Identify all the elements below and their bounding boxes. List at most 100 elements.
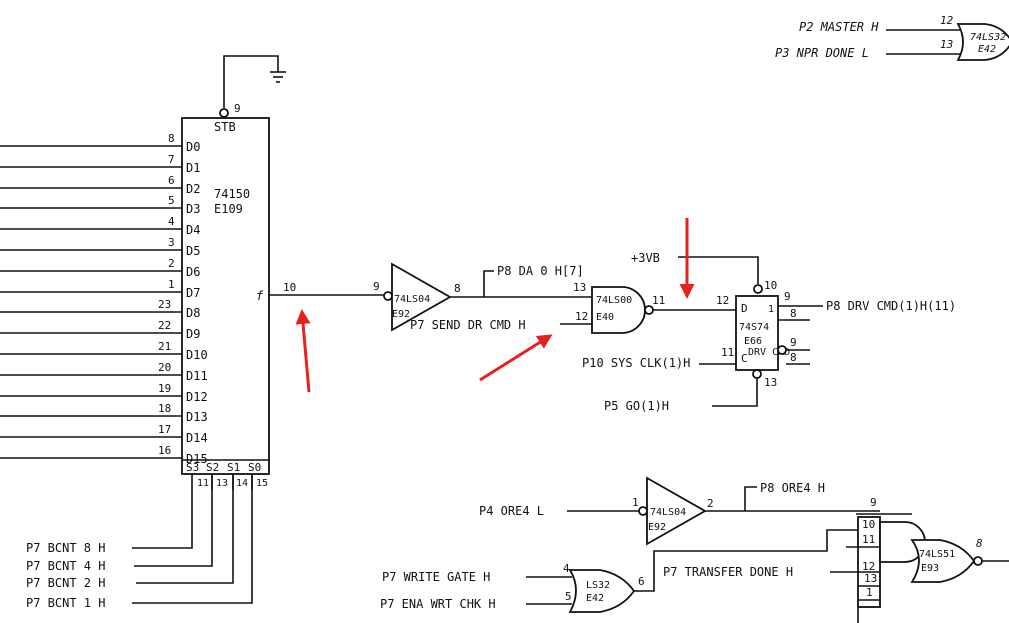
mux-input-name: D14 bbox=[186, 431, 208, 445]
mux-input-name: D11 bbox=[186, 369, 208, 383]
mux-input-name: D9 bbox=[186, 327, 200, 341]
ff-sublabel: DRV CMD bbox=[748, 347, 790, 358]
select-s3: S3 bbox=[186, 461, 199, 474]
annotation-arrow-diagonal bbox=[479, 334, 553, 382]
aoi-pin-11: 11 bbox=[862, 533, 875, 546]
or-gate-ls32-symbol bbox=[568, 569, 636, 613]
aoi-part: 74LS51 bbox=[919, 549, 955, 560]
ff-out-pin-8b: 8 bbox=[790, 351, 797, 364]
inverter-1: 9 74LS04 E92 8 P8 DA 0 H[7] bbox=[373, 262, 592, 332]
ff-c-label: C bbox=[741, 352, 748, 365]
signal-p3-npr-done: P3 NPR DONE L bbox=[775, 46, 869, 60]
aoi-pin-12: 12 bbox=[862, 560, 875, 573]
or-pin-4: 4 bbox=[563, 562, 570, 575]
annotation-arrows bbox=[295, 218, 695, 393]
mux-input-name: D2 bbox=[186, 182, 200, 196]
mux-input-name: D0 bbox=[186, 140, 200, 154]
or-gate-symbol bbox=[956, 23, 1009, 61]
signal-send-dr-cmd: P7 SEND DR CMD H bbox=[410, 318, 526, 332]
top-or-gate-group: P2 MASTER H P3 NPR DONE L 12 13 74LS32 E… bbox=[775, 14, 1009, 61]
ff-d-pin: 12 bbox=[716, 294, 729, 307]
aoi-pin-13: 13 bbox=[864, 572, 877, 585]
ff-q-pin-1: 1 bbox=[768, 304, 774, 315]
signal-3vb: +3VB bbox=[631, 251, 660, 265]
select-pin-11: 11 bbox=[197, 478, 209, 489]
aoi-pin-10: 10 bbox=[862, 518, 875, 531]
inverter-1-symbol bbox=[391, 262, 452, 332]
signal-transfer-done: P7 TRANSFER DONE H bbox=[663, 565, 793, 579]
mux-input-pin: 3 bbox=[168, 236, 175, 249]
signal-sys-clk: P10 SYS CLK(1)H bbox=[582, 356, 690, 370]
flipflop-74s74: +3VB 10 12 D 74S74 E66 DRV CMD C 11 P10 … bbox=[582, 251, 956, 413]
strobe-pin: 9 bbox=[234, 102, 241, 115]
nand-e40: 13 12 P7 SEND DR CMD H 74LS00 E40 11 bbox=[410, 281, 736, 334]
or-part: LS32 bbox=[586, 580, 610, 591]
aoi-ref: E93 bbox=[921, 563, 939, 574]
mux-input-pin: 8 bbox=[168, 132, 175, 145]
mux-input-pin: 23 bbox=[158, 298, 171, 311]
signal-write-gate: P7 WRITE GATE H bbox=[382, 570, 490, 584]
select-pin-13: 13 bbox=[216, 478, 228, 489]
mux-input-pin: 16 bbox=[158, 444, 171, 457]
pin-13: 13 bbox=[940, 38, 953, 51]
inverter-2-symbol bbox=[646, 476, 707, 546]
signal-ore4-l: P4 ORE4 L bbox=[479, 504, 544, 518]
nand1-out-pin: 11 bbox=[652, 294, 665, 307]
or-ref: E42 bbox=[586, 593, 604, 604]
annotation-arrow-up bbox=[295, 309, 311, 393]
mux-input-pin: 20 bbox=[158, 361, 171, 374]
mux-input-pin: 7 bbox=[168, 153, 175, 166]
ff-clear-pin: 13 bbox=[764, 376, 777, 389]
ff-ref: E66 bbox=[744, 336, 762, 347]
top-gate-part: 74LS32 bbox=[970, 32, 1006, 43]
select-s2: S2 bbox=[206, 461, 219, 474]
inv1-ref: E92 bbox=[392, 309, 410, 320]
select-s0: S0 bbox=[248, 461, 261, 474]
ff-clk-pin: 11 bbox=[721, 346, 734, 359]
mux-input-name: D12 bbox=[186, 390, 208, 404]
nand-e40-symbol bbox=[591, 286, 646, 334]
ff-out-pin-9: 9 bbox=[784, 290, 791, 303]
signal-ore4-h: P8 ORE4 H bbox=[760, 481, 825, 495]
mux-input-name: D13 bbox=[186, 410, 208, 424]
or-gate-ls32: P7 WRITE GATE H P7 ENA WRT CHK H 4 5 LS3… bbox=[380, 529, 860, 613]
aoi-nor-symbol bbox=[910, 539, 976, 583]
nand1-part: 74LS00 bbox=[596, 295, 632, 306]
mux-74150: 9 STB 74150 E109 8D07D16D25D34D43D52D61D… bbox=[0, 55, 392, 610]
aoi-pin-9: 9 bbox=[870, 496, 877, 509]
inverter-2: P4 ORE4 L 1 74LS04 E92 2 P8 ORE4 H bbox=[479, 476, 880, 546]
mux-body bbox=[181, 117, 270, 475]
signal-bcnt-8: P7 BCNT 8 H bbox=[26, 541, 105, 555]
or-pin-5: 5 bbox=[565, 590, 572, 603]
mux-input-name: D1 bbox=[186, 161, 200, 175]
aoi-pin-1: 1 bbox=[866, 586, 873, 599]
signal-p2-master: P2 MASTER H bbox=[799, 20, 879, 34]
mux-output-pin: 10 bbox=[283, 281, 296, 294]
mux-input-name: D8 bbox=[186, 306, 200, 320]
select-pin-14: 14 bbox=[236, 478, 248, 489]
mux-part: 74150 bbox=[214, 187, 250, 201]
mux-input-name: D10 bbox=[186, 348, 208, 362]
inv1-in-pin: 9 bbox=[373, 280, 380, 293]
ff-q-pin-8: 8 bbox=[790, 307, 797, 320]
mux-ref: E109 bbox=[214, 202, 243, 216]
mux-input-name: D7 bbox=[186, 286, 200, 300]
signal-ena-wrt-chk: P7 ENA WRT CHK H bbox=[380, 597, 496, 611]
or-out-pin: 6 bbox=[638, 575, 645, 588]
mux-input-name: D4 bbox=[186, 223, 200, 237]
mux-input-pin: 19 bbox=[158, 382, 171, 395]
mux-input-name: D3 bbox=[186, 202, 200, 216]
select-pin-15: 15 bbox=[256, 478, 268, 489]
mux-input-pin: 22 bbox=[158, 319, 171, 332]
nand1-pin-12: 12 bbox=[575, 310, 588, 323]
nand1-ref: E40 bbox=[596, 312, 614, 323]
signal-bcnt-4: P7 BCNT 4 H bbox=[26, 559, 105, 573]
mux-input-pin: 4 bbox=[168, 215, 175, 228]
inv2-ref: E92 bbox=[648, 522, 666, 533]
ff-out-pin-9b: 9 bbox=[790, 336, 797, 349]
mux-input-name: D5 bbox=[186, 244, 200, 258]
signal-bcnt-1: P7 BCNT 1 H bbox=[26, 596, 105, 610]
ff-preset-pin: 10 bbox=[764, 279, 777, 292]
ff-d-label: D bbox=[741, 302, 748, 315]
mux-output-label: f bbox=[256, 289, 264, 303]
